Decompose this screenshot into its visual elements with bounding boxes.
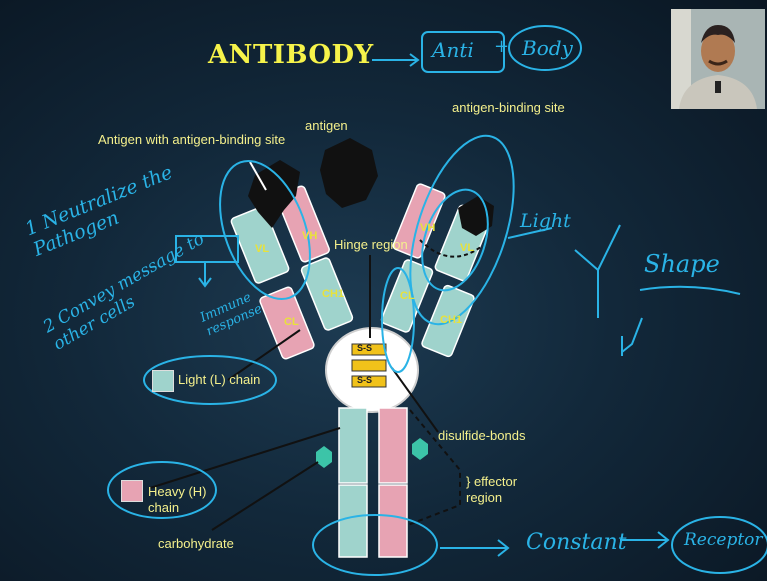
y-shape-sketch — [575, 225, 620, 318]
label-antigen-with-site: Antigen with antigen-binding site — [98, 132, 288, 148]
carbohydrate-left — [316, 446, 332, 468]
left-ch1-label: CH1 — [322, 288, 344, 300]
check-mark — [622, 318, 642, 356]
annotation-light: Light — [520, 210, 571, 232]
presenter-video — [671, 9, 765, 109]
arrow-to-anti — [372, 54, 418, 66]
label-disulfide-bonds: disulfide-bonds — [438, 428, 525, 444]
constant-circle — [313, 515, 437, 575]
fc-left-upper — [339, 408, 367, 483]
left-arm — [230, 185, 353, 360]
right-vl-label: VL — [460, 242, 474, 254]
ss-label-1: S-S — [357, 343, 372, 353]
annotation-constant: Constant — [526, 530, 627, 555]
label-heavy-chain: Heavy (H) chain — [148, 484, 218, 516]
arrow-to-receptor — [620, 532, 668, 548]
label-light-chain: Light (L) chain — [178, 372, 260, 388]
fc-right-lower — [379, 485, 407, 557]
antigen-middle-blob — [320, 138, 378, 208]
left-vh-label: VH — [302, 230, 317, 242]
fc-right-upper — [379, 408, 407, 483]
disulfide-bond-2 — [352, 360, 386, 371]
pointer-heavy-chain — [150, 428, 340, 488]
page-title: ANTIBODY — [208, 40, 374, 70]
heavy-chain-legend-swatch — [121, 480, 143, 502]
annotation-shape: Shape — [644, 250, 720, 278]
label-effector-region: } effector region — [466, 474, 546, 506]
ss-label-2: S-S — [357, 375, 372, 385]
label-hinge-region: Hinge region — [334, 237, 408, 253]
presenter-figure — [671, 9, 765, 109]
right-cl-label: CL — [400, 290, 415, 302]
label-carbohydrate: carbohydrate — [158, 536, 234, 552]
left-vl-label: VL — [255, 243, 269, 255]
label-antigen-binding-site: antigen-binding site — [452, 100, 565, 116]
annotation-plus: + — [494, 36, 509, 57]
annotation-body: Body — [522, 36, 573, 60]
left-cl-label: CL — [284, 316, 299, 328]
shape-underline — [640, 287, 740, 294]
label-antigen: antigen — [305, 118, 348, 134]
annotation-anti: Anti — [432, 38, 474, 62]
light-chain-legend-swatch — [152, 370, 174, 392]
right-ch1-label: CH1 — [440, 314, 462, 326]
pointer-carbohydrate — [212, 462, 318, 530]
arrow-to-constant — [440, 540, 508, 556]
right-vh-label: VH — [420, 222, 435, 234]
fc-left-lower — [339, 485, 367, 557]
carbohydrate-right — [412, 438, 428, 460]
annotation-receptor: Receptor — [684, 530, 763, 550]
